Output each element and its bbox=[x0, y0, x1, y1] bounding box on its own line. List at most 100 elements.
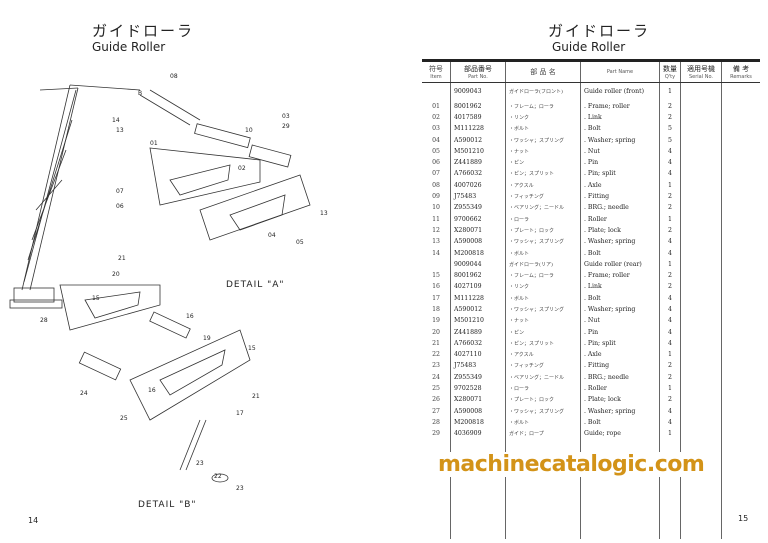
cell-name: . Bolt bbox=[580, 123, 660, 135]
detail-a-label: DETAIL "A" bbox=[226, 280, 285, 290]
cell-serial bbox=[680, 100, 722, 112]
cell-serial bbox=[680, 360, 722, 372]
cell-serial bbox=[680, 179, 722, 191]
svg-text:22: 22 bbox=[214, 473, 222, 480]
cell-jp: ・アクスル bbox=[505, 349, 581, 361]
cell-serial bbox=[680, 269, 722, 282]
svg-text:06: 06 bbox=[116, 203, 124, 210]
cell-item: 03 bbox=[432, 125, 440, 133]
cell-item: 15 bbox=[432, 272, 440, 280]
cell-jp: ガイドローラ(リア) bbox=[505, 258, 581, 270]
cell-item: 06 bbox=[432, 159, 440, 167]
detail-b-label: DETAIL "B" bbox=[138, 500, 197, 510]
left-page: ガイドローラ Guide Roller bbox=[9, 22, 328, 525]
cell-qty: 5 bbox=[659, 134, 681, 146]
cell-remarks bbox=[721, 405, 760, 417]
cell-qty: 2 bbox=[659, 371, 681, 383]
svg-text:21: 21 bbox=[118, 255, 126, 262]
cell-part: Z955349 bbox=[450, 202, 506, 214]
cell-name: . Plate; lock bbox=[580, 394, 660, 406]
cell-item: 08 bbox=[432, 181, 440, 189]
cell-qty: 4 bbox=[659, 337, 681, 350]
cell-remarks bbox=[721, 111, 760, 124]
cell-part: 9702528 bbox=[450, 382, 506, 395]
cell-serial bbox=[680, 303, 722, 316]
cell-remarks bbox=[721, 281, 760, 293]
cell-part: Z955349 bbox=[450, 371, 506, 383]
svg-text:19: 19 bbox=[203, 335, 211, 342]
cell-serial bbox=[680, 111, 722, 124]
svg-text:03: 03 bbox=[282, 113, 290, 120]
svg-text:16: 16 bbox=[186, 313, 194, 320]
cell-qty: 1 bbox=[659, 382, 681, 395]
cell-remarks bbox=[721, 224, 760, 237]
cell-qty: 1 bbox=[659, 349, 681, 361]
cell-jp: ・フィッチング bbox=[505, 360, 581, 372]
cell-qty: 2 bbox=[659, 360, 681, 372]
cell-qty: 1 bbox=[659, 82, 681, 101]
cell-remarks bbox=[721, 303, 760, 316]
cell-name: . Link bbox=[580, 111, 660, 124]
cell-part: 9009043 bbox=[450, 82, 506, 101]
cell-qty: 4 bbox=[659, 247, 681, 259]
cell-remarks bbox=[721, 326, 760, 338]
cell-part: 4007026 bbox=[450, 179, 506, 191]
cell-part: M200818 bbox=[450, 247, 506, 259]
cell-remarks bbox=[721, 145, 760, 157]
svg-text:23: 23 bbox=[196, 460, 204, 467]
cell-part: 4027109 bbox=[450, 281, 506, 293]
svg-text:23: 23 bbox=[236, 485, 244, 492]
cell-name: . Nut bbox=[580, 145, 660, 157]
cell-item bbox=[422, 83, 451, 101]
cell-name: . Axle bbox=[580, 349, 660, 361]
cell-jp: ガイドローラ(フロント) bbox=[505, 82, 581, 101]
cell-item: 21 bbox=[432, 339, 440, 347]
svg-text:B: B bbox=[138, 90, 142, 97]
cell-qty: 5 bbox=[659, 123, 681, 135]
col-part-name: Part Name bbox=[580, 62, 660, 83]
cell-item: 18 bbox=[432, 305, 440, 313]
col-name-jp: 部 品 名 bbox=[505, 62, 581, 83]
cell-part: M111228 bbox=[450, 123, 506, 135]
cell-name: . Pin bbox=[580, 326, 660, 338]
cell-jp: ・ピン bbox=[505, 326, 581, 338]
cell-jp: ・フィッチング bbox=[505, 190, 581, 203]
cell-serial bbox=[680, 416, 722, 429]
cell-jp: ・ローラ bbox=[505, 382, 581, 395]
cell-serial bbox=[680, 247, 722, 259]
cell-qty: 4 bbox=[659, 315, 681, 327]
cell-remarks bbox=[721, 269, 760, 282]
page-title-jp: ガイドローラ bbox=[548, 22, 651, 40]
cell-jp: ・プレート；ロック bbox=[505, 224, 581, 237]
page-title-en: Guide Roller bbox=[552, 40, 626, 54]
cell-item: 16 bbox=[432, 283, 440, 291]
cell-part: X280071 bbox=[450, 224, 506, 237]
cell-part: Z441889 bbox=[450, 326, 506, 338]
cell-remarks bbox=[721, 416, 760, 429]
cell-part: J75483 bbox=[450, 360, 506, 372]
svg-text:17: 17 bbox=[236, 410, 244, 417]
cell-qty: 2 bbox=[659, 281, 681, 293]
cell-item: 09 bbox=[432, 193, 440, 201]
cell-item: 17 bbox=[432, 294, 440, 302]
cell-serial bbox=[680, 82, 722, 101]
cell-jp: ・ローラ bbox=[505, 213, 581, 225]
cell-serial bbox=[680, 326, 722, 338]
cell-remarks bbox=[721, 247, 760, 259]
cell-serial bbox=[680, 281, 722, 293]
cell-name: . Pin bbox=[580, 156, 660, 169]
cell-name: . Axle bbox=[580, 179, 660, 191]
cell-part: A590008 bbox=[450, 405, 506, 417]
cell-serial bbox=[680, 145, 722, 157]
svg-text:21: 21 bbox=[252, 393, 260, 400]
